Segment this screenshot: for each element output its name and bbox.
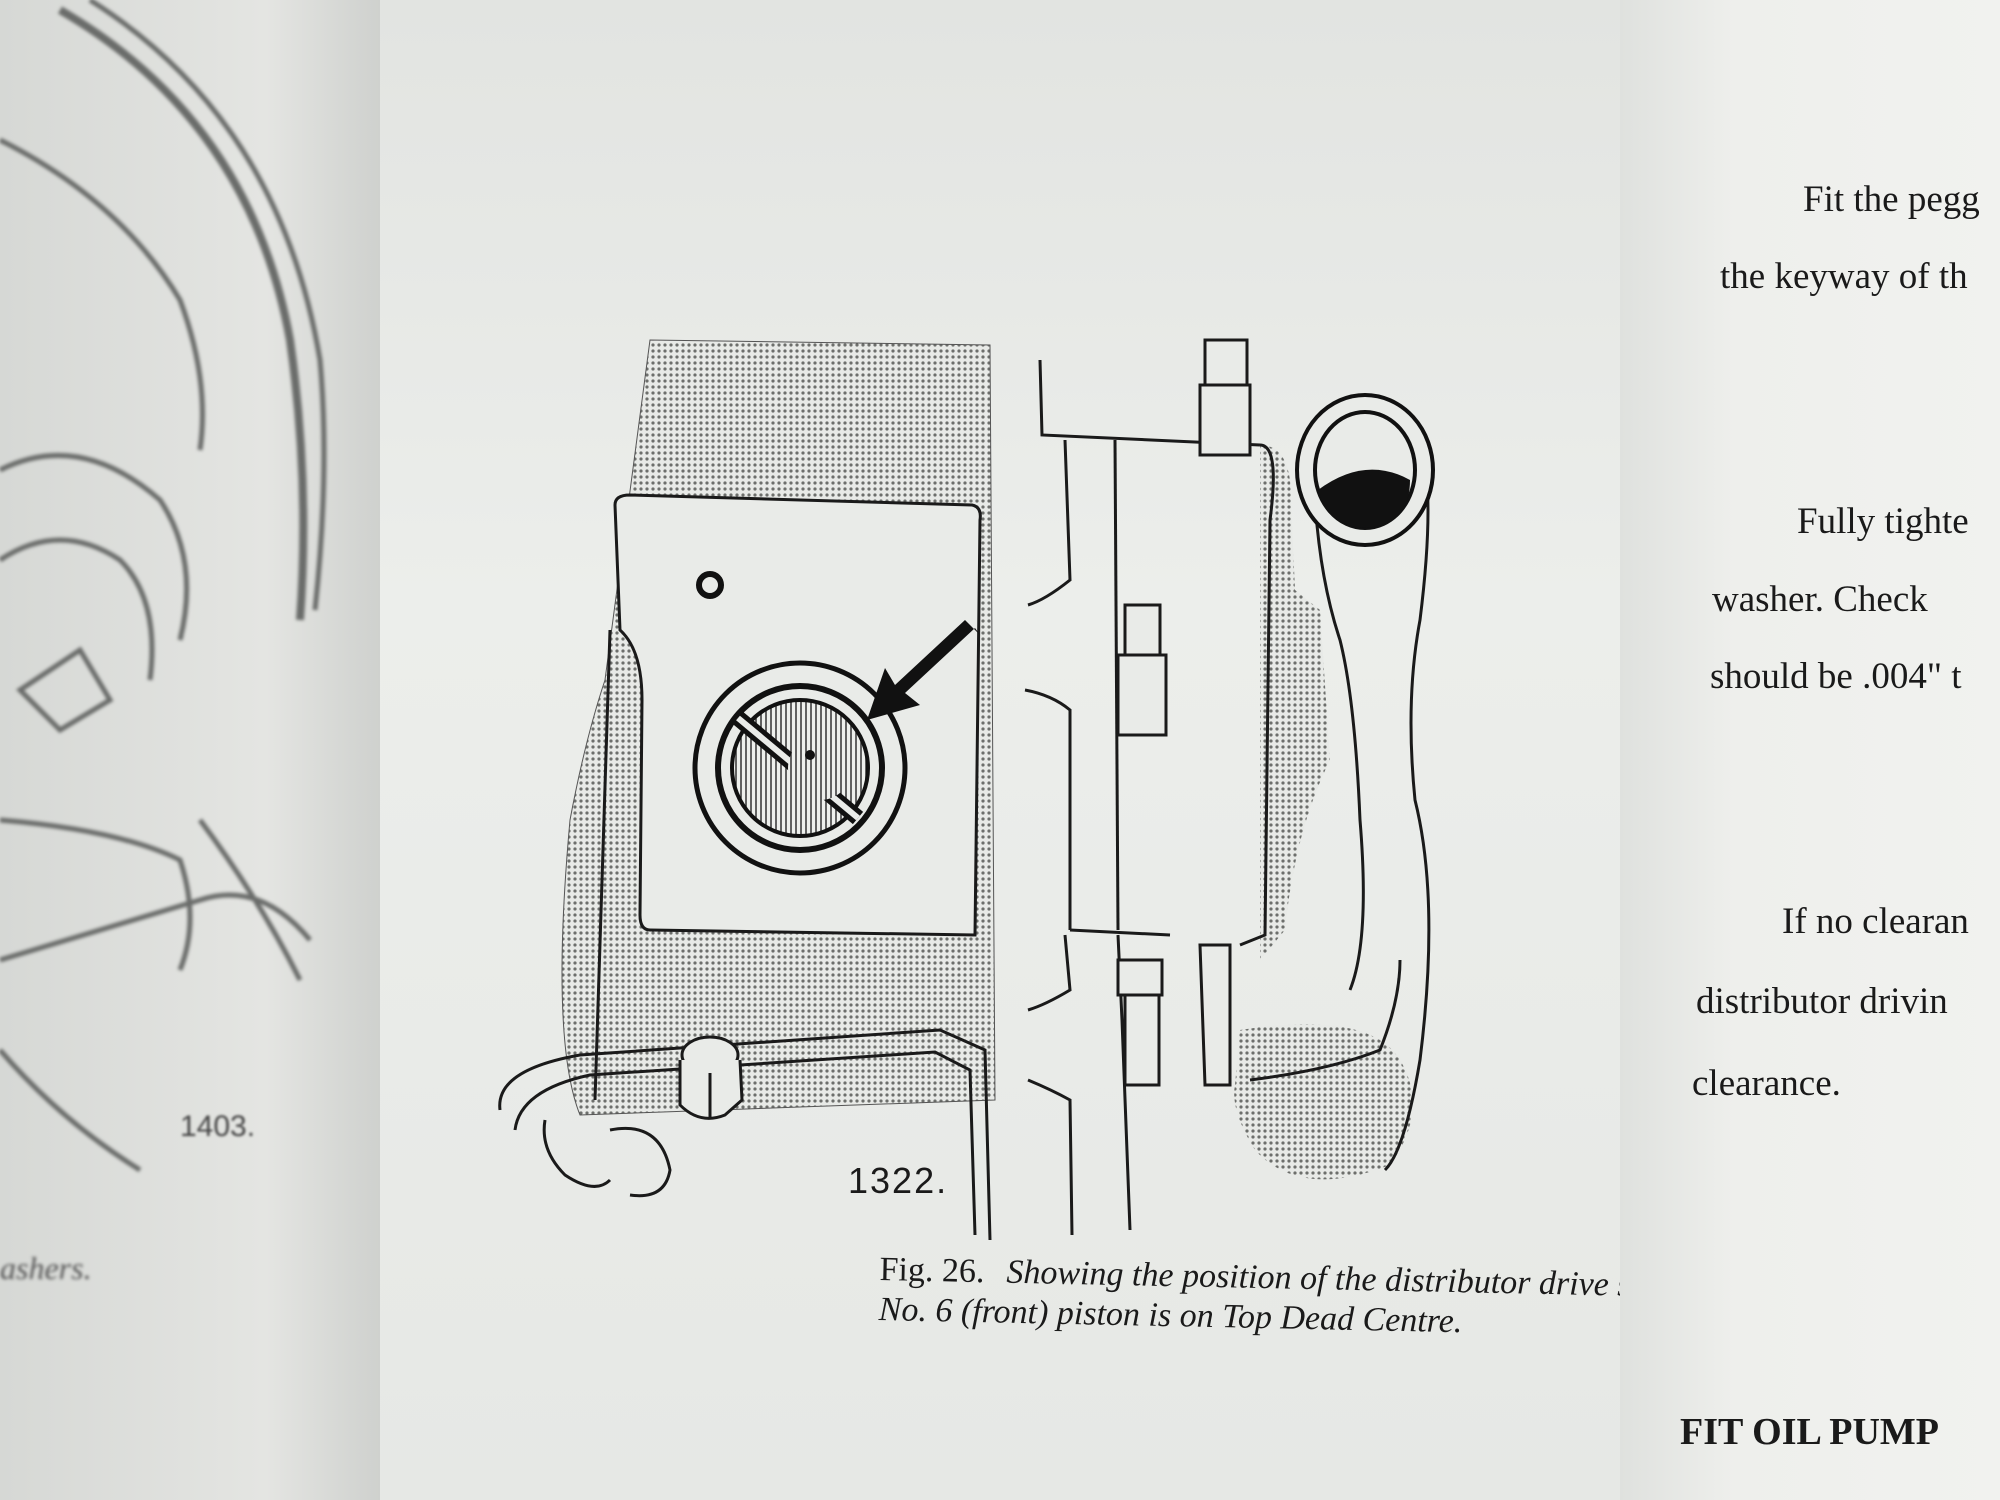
text-line-4: washer. Check	[1712, 579, 1928, 620]
bolt-upper	[1116, 603, 1168, 737]
caption-text: Showing the position of the distributor …	[878, 1253, 1620, 1341]
plate-hole	[696, 571, 724, 599]
left-page: 1403. ashers.	[0, 0, 380, 1500]
text-line-6: If no clearan	[1782, 901, 1969, 942]
fig-26-illustration	[498, 338, 1435, 1241]
text-line-2: the keyway of th	[1720, 256, 1968, 297]
pipe-end	[1295, 393, 1435, 547]
center-page: 1322. Fig. 26.Showing the position of th…	[380, 0, 1620, 1500]
bolt-side	[1198, 943, 1232, 1087]
distributor-drive-shaft	[692, 660, 908, 876]
left-page-illustration	[0, 0, 327, 1173]
bottom-nut	[678, 1035, 744, 1120]
bolt-lower	[1116, 958, 1164, 1087]
text-line-1: Fit the pegg	[1803, 179, 1980, 220]
right-page: Fit the pegg the keyway of th Fully tigh…	[1620, 0, 2000, 1500]
text-line-7: distributor drivin	[1696, 981, 1948, 1022]
flange-section	[1024, 359, 1261, 1236]
left-figure-number: 1403.	[180, 1110, 256, 1143]
bolt-top	[1198, 338, 1252, 457]
left-fragment-text: ashers.	[0, 1250, 92, 1286]
text-line-5: should be .004" t	[1710, 656, 1962, 697]
casting-edge	[1239, 443, 1275, 947]
figure-number: 1322.	[848, 1160, 949, 1201]
section-heading: FIT OIL PUMP	[1680, 1411, 1939, 1453]
caption-figure-label: Fig. 26.	[879, 1250, 985, 1291]
text-line-3: Fully tighte	[1797, 501, 1969, 542]
text-line-8: clearance.	[1692, 1063, 1841, 1104]
arrow-indicator	[867, 620, 980, 720]
